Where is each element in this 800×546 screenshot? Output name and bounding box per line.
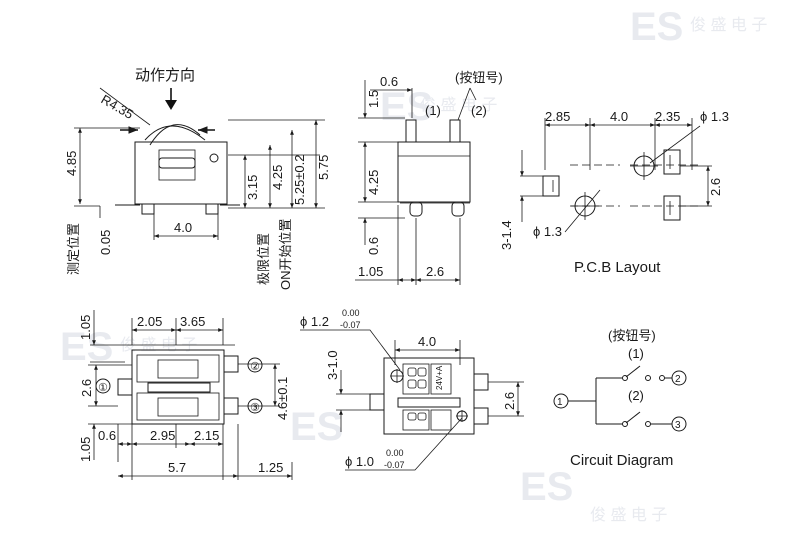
dim-2-6: 2.6: [426, 264, 444, 279]
circuit-terminal-2-label: 2: [675, 374, 681, 385]
pcb-layout-title: P.C.B Layout: [574, 259, 661, 276]
actuator: [158, 157, 196, 169]
side-view: 动作方向 R4.35 4.85 0.05 测定位置 4.0 3.15 4.25: [64, 67, 331, 290]
watermark-logo: ES: [380, 85, 433, 129]
bottom-view: ϕ 1.2 0.00 -0.07 4.0 24V+A 3-1.0 2.6: [300, 308, 524, 471]
button-1-label: (1): [425, 103, 441, 118]
radius-label: R4.35: [99, 92, 137, 122]
circuit-button-number-label: (按钮号): [608, 328, 656, 343]
dim-5-75: 5.75: [316, 155, 331, 180]
dim-3-1-0: 3-1.0: [325, 350, 340, 380]
watermark-text: 俊 盛 电 子: [690, 16, 767, 34]
circuit-terminal-1-label: 1: [557, 397, 563, 408]
dim-4-25-front: 4.25: [366, 170, 381, 195]
circuit-terminal-3-label: 3: [675, 420, 681, 431]
dim-4-0-bottom: 4.0: [418, 334, 436, 349]
dim-1-05-top: 1.05: [78, 315, 93, 340]
dim-0-6-top-view: 0.6: [98, 428, 116, 443]
hole-top-label: ϕ 1.3: [700, 109, 729, 124]
hole-bottom-label: ϕ 1.3: [533, 224, 562, 239]
watermark-logo: ES: [290, 405, 343, 449]
dim-2-6-pcb: 2.6: [708, 178, 723, 196]
dim-2-05: 2.05: [137, 314, 162, 329]
hole-1-2-label: ϕ 1.2: [300, 314, 329, 329]
watermark-text: 俊 盛 电 子: [420, 96, 497, 114]
watermark-text: 俊 盛 电 子: [590, 506, 667, 524]
dim-1-05-bottom: 1.05: [78, 437, 93, 462]
hole-1-0-tol-down: -0.07: [384, 460, 405, 470]
dim-1-05: 1.05: [358, 264, 383, 279]
dim-3-15: 3.15: [245, 175, 260, 200]
dim-0-05: 0.05: [98, 230, 113, 255]
dim-3-65: 3.65: [180, 314, 205, 329]
watermark-logo: ES: [630, 5, 683, 49]
switch-body: [134, 141, 228, 205]
button-number-label: (按钮号): [455, 70, 503, 85]
dim-5-7: 5.7: [168, 460, 186, 475]
circuit-diagram-title: Circuit Diagram: [570, 452, 673, 469]
action-direction-label: 动作方向: [135, 67, 195, 84]
dim-0-6-top: 0.6: [380, 74, 398, 89]
watermark-logo: ES: [520, 465, 573, 509]
limit-position-label: 极限位置: [256, 233, 271, 285]
hole-1-2-tol-down: -0.07: [340, 320, 361, 330]
dim-4-25: 4.25: [270, 165, 285, 190]
dim-5-25: 5.25±0.2: [292, 154, 307, 205]
button-2-label: (2): [471, 103, 487, 118]
hole-1-2-tol-up: 0.00: [342, 308, 360, 318]
circuit-button-2-label: (2): [628, 388, 644, 403]
dim-4-0-pcb: 4.0: [610, 109, 628, 124]
arrow-down-icon: [165, 100, 177, 110]
dim-2-15: 2.15: [194, 428, 219, 443]
measure-position-label: 测定位置: [66, 223, 81, 275]
terminal-3-label: ③: [250, 402, 260, 414]
bottom-marking: 24V+A: [435, 365, 444, 390]
switch-body-front: [397, 141, 471, 203]
dim-4-0: 4.0: [174, 220, 192, 235]
terminal-2-label: ②: [250, 361, 260, 373]
dim-2-95: 2.95: [150, 428, 175, 443]
top-view: 2.05 3.65 1.05 ① ② ③ 2.6 4.6±0.1 1.05 0.…: [78, 310, 293, 480]
dim-2-35: 2.35: [655, 109, 680, 124]
dim-1-5: 1.5: [366, 90, 381, 108]
circuit-button-1-label: (1): [628, 346, 644, 361]
dim-1-25: 1.25: [258, 460, 283, 475]
circuit-diagram: (按钮号) (1) (2) 1 2 3 Circuit Diagram: [553, 328, 687, 469]
front-view: (按钮号) (1) (2) 0.6 1.5 4.25 0.6 1.05 2.6: [355, 70, 503, 285]
dim-3-1-4: 3-1.4: [499, 220, 514, 250]
dim-2-6-top: 2.6: [79, 379, 94, 397]
hole-1-0-tol-up: 0.00: [386, 448, 404, 458]
hole-1-0-label: ϕ 1.0: [345, 454, 374, 469]
dim-4-6: 4.6±0.1: [275, 377, 290, 420]
terminal-1-label: ①: [98, 382, 108, 394]
dim-2-85: 2.85: [545, 109, 570, 124]
circuit-terminal-2: [671, 370, 687, 386]
on-start-position-label: ON开始位置: [278, 218, 293, 290]
dim-4-85: 4.85: [64, 151, 79, 176]
circuit-terminal-3: [671, 416, 687, 432]
pcb-layout: 2.85 4.0 2.35 ϕ 1.3 3-1.4 2.6 ϕ 1.3 P.C.…: [499, 109, 729, 276]
dim-2-6-bottom: 2.6: [502, 392, 517, 410]
dim-0-6-front: 0.6: [366, 237, 381, 255]
